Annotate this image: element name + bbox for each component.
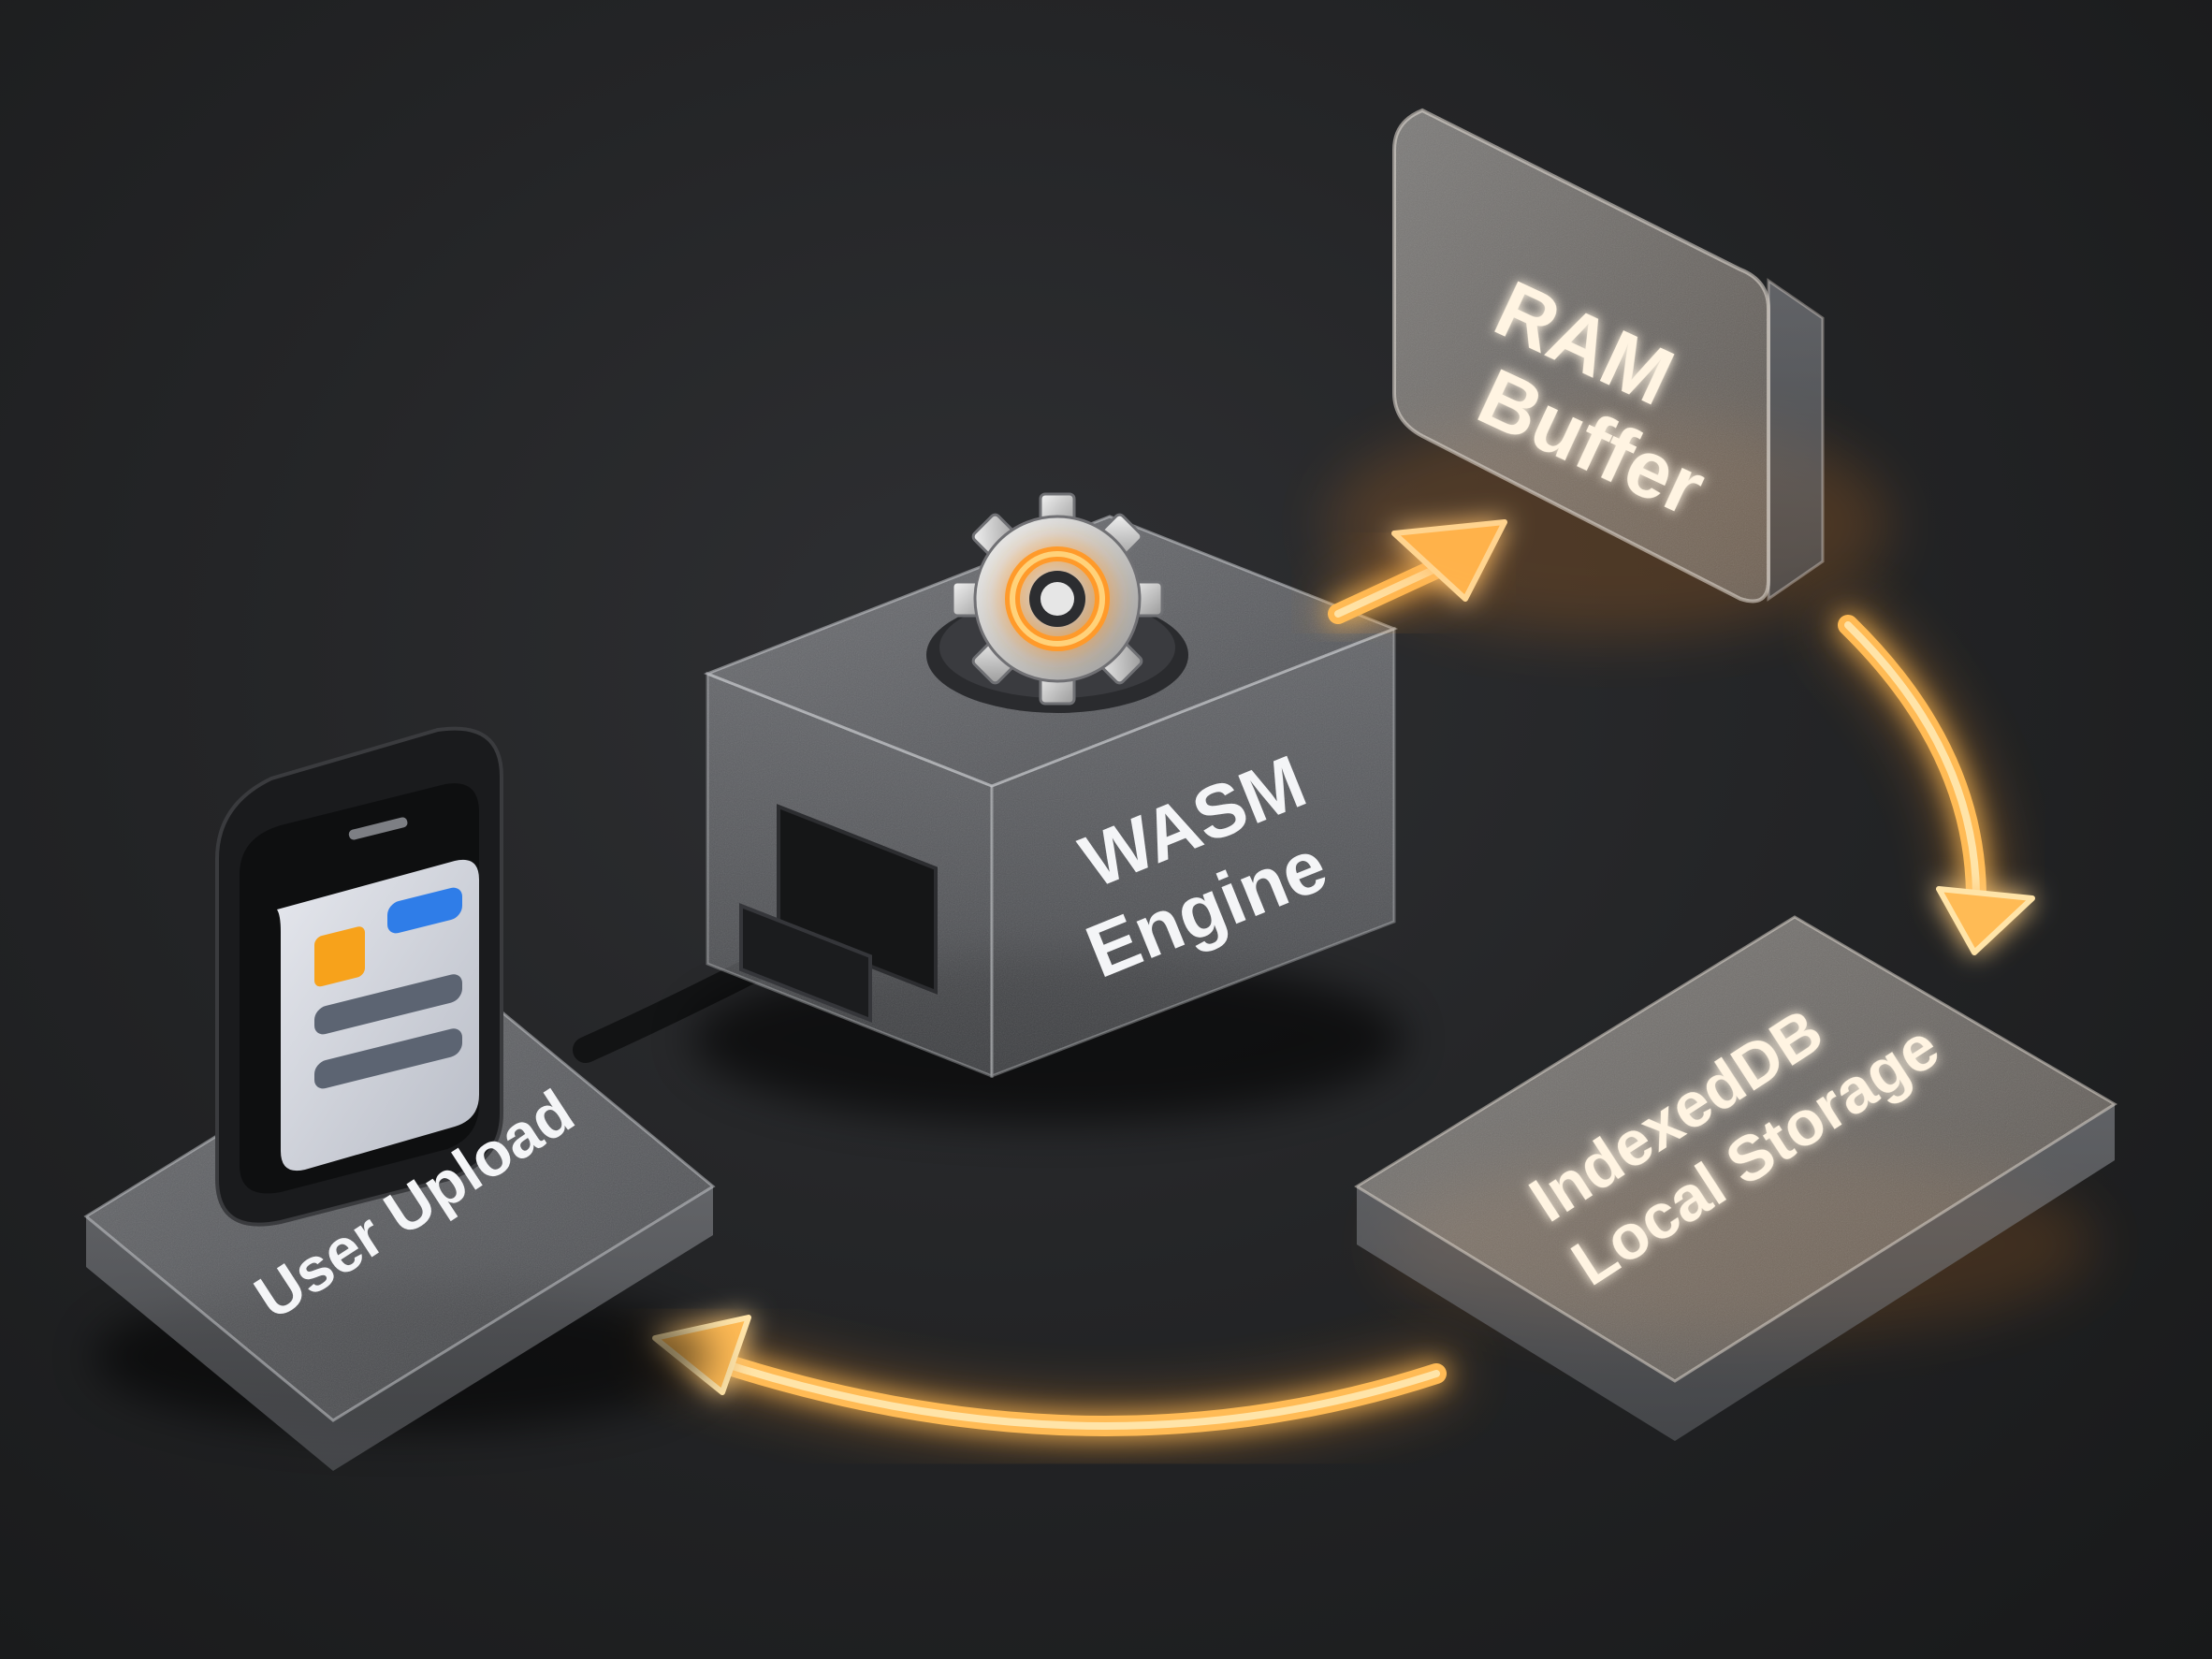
arrow-buffer-to-storage bbox=[1826, 604, 2035, 955]
node-wasm-engine: WASM Engine bbox=[692, 492, 1404, 1123]
gear-icon bbox=[926, 492, 1188, 713]
node-ram-buffer: RAM Buffer bbox=[1329, 108, 1890, 636]
node-local-storage: IndexedDB Local Storage bbox=[1354, 915, 2117, 1441]
arrow-storage-to-upload bbox=[652, 1315, 1458, 1447]
phone-icon bbox=[215, 726, 503, 1227]
node-user-upload: User Upload bbox=[83, 726, 799, 1471]
